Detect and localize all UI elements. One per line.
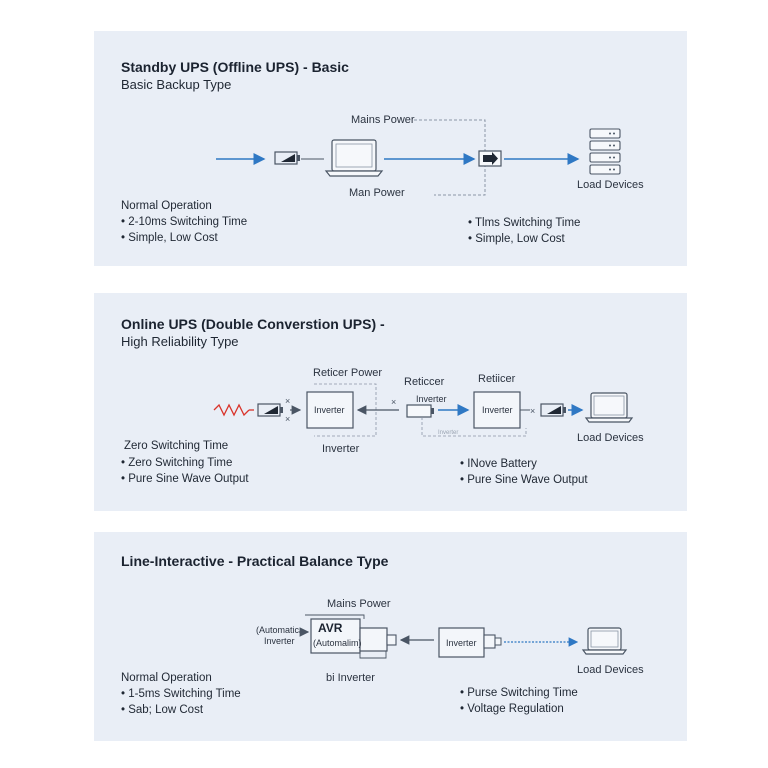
- online-left-heading: Zero Switching Time: [124, 440, 229, 452]
- line-interactive-diagram: [299, 614, 628, 659]
- ac-input-wave-icon: [213, 403, 250, 417]
- online-title: Online UPS (Double Converstion UPS) -: [121, 316, 385, 332]
- mains-power-label: Mains Power: [327, 598, 391, 610]
- transfer-switch-icon: [478, 150, 502, 167]
- normal-operation-heading: Normal Operation: [121, 672, 212, 684]
- online-left-bullet: • Pure Sine Wave Output: [121, 473, 249, 485]
- load-devices-label: Load Devices: [577, 664, 644, 676]
- bypass-dashed-path: [421, 417, 527, 437]
- online-subtitle: High Reliability Type: [121, 334, 239, 349]
- online-right-bullet: • Pure Sine Wave Output: [460, 474, 588, 486]
- battery-icon: [257, 403, 283, 417]
- battery-icon: [274, 151, 300, 165]
- load-devices-label: Load Devices: [577, 179, 644, 191]
- standby-left-bullet: • Simple, Low Cost: [121, 232, 218, 244]
- switch-x-mark: ×: [391, 397, 396, 407]
- inverter-box-label: Inverter: [482, 405, 513, 415]
- standby-right-bullet: • Simple, Low Cost: [468, 233, 565, 245]
- avr-bracket: [305, 614, 365, 619]
- standby-diagram: [216, 119, 621, 196]
- reticcer-label: Reticcer: [404, 376, 445, 388]
- avr-subtitle: (Automalim): [313, 638, 362, 648]
- standby-right-bullet: • Tlms Switching Time: [468, 217, 581, 229]
- rectifier-box: [306, 391, 354, 429]
- line-left-bullet: • 1-5ms Switching Time: [121, 688, 241, 700]
- inverter-box-label: Inverter: [446, 638, 477, 648]
- retiicer-label: Retiicer: [478, 373, 516, 385]
- inverter-side-label: Inverter: [264, 636, 295, 646]
- online-ups-panel: Online UPS (Double Converstion UPS) - Hi…: [94, 293, 687, 511]
- laptop-icon: [584, 392, 634, 423]
- line-interactive-title: Line-Interactive - Practical Balance Typ…: [121, 553, 389, 569]
- standby-subtitle: Basic Backup Type: [121, 77, 232, 92]
- avr-box: [310, 618, 361, 654]
- line-right-bullet: • Voltage Regulation: [460, 703, 564, 715]
- switch-x-mark: ×: [285, 396, 290, 406]
- avr-connector: [359, 627, 388, 652]
- faint-path-label: Inverter: [438, 430, 459, 436]
- online-right-bullet: • INove Battery: [460, 458, 537, 470]
- laptop-icon: [324, 139, 384, 177]
- rectifier-box-label: Inverter: [314, 405, 345, 415]
- battery-icon: [540, 403, 566, 417]
- mains-power-label: Mains Power: [351, 114, 415, 126]
- mains-bypass-path: [414, 119, 486, 196]
- man-power-label: Man Power: [349, 187, 405, 199]
- automatic-label: (Automatic: [256, 625, 300, 635]
- battery-icon: [406, 404, 434, 418]
- bi-inverter-label: bi Inverter: [326, 672, 375, 684]
- load-devices-label: Load Devices: [577, 432, 644, 444]
- line-right-bullet: • Purse Switching Time: [460, 687, 578, 699]
- laptop-icon: [581, 627, 628, 655]
- switch-x-mark: ×: [530, 406, 535, 416]
- normal-operation-heading: Normal Operation: [121, 200, 212, 212]
- switch-x-mark: ×: [285, 414, 290, 424]
- online-diagram: × × × ×: [213, 383, 634, 437]
- online-left-bullet: • Zero Switching Time: [121, 457, 233, 469]
- reticer-power-label: Reticer Power: [313, 367, 383, 379]
- inverter-box: [473, 391, 521, 429]
- line-left-bullet: • Sab; Low Cost: [121, 704, 204, 716]
- inverter-below-label: Inverter: [322, 443, 360, 455]
- standby-left-bullet: • 2-10ms Switching Time: [121, 216, 248, 228]
- server-icon: [589, 128, 621, 175]
- standby-ups-panel: Standby UPS (Offline UPS) - Basic Basic …: [94, 31, 687, 266]
- inverter-mid-label: Inverter: [416, 394, 447, 404]
- avr-title: AVR: [318, 621, 343, 635]
- standby-title: Standby UPS (Offline UPS) - Basic: [121, 59, 349, 75]
- line-interactive-panel: Line-Interactive - Practical Balance Typ…: [94, 532, 687, 741]
